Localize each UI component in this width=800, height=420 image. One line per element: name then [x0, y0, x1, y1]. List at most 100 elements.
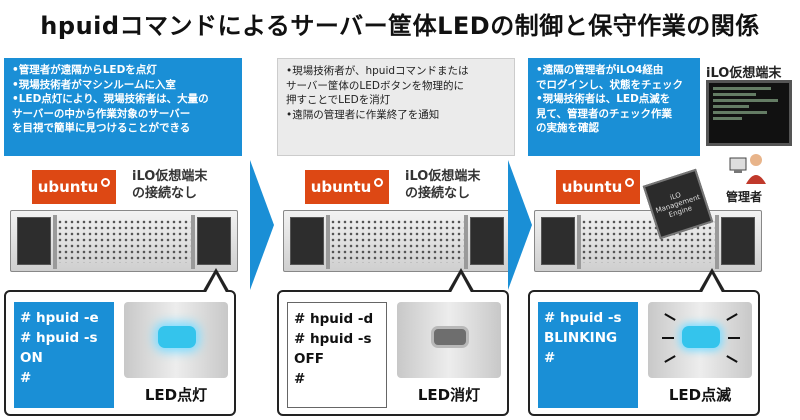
- led-blinking-indicator: [682, 326, 720, 348]
- callout-box: # hpuid -s BLINKING # LED点滅: [528, 290, 760, 416]
- drive-bay: [470, 217, 504, 265]
- callout-box: # hpuid -e # hpuid -s ON # LED点灯: [4, 290, 236, 416]
- ilo-status: iLO仮想端末 の接続なし: [405, 168, 480, 202]
- step-2-panel: •現場技術者が、hpuidコマンドまたは サーバー筐体のLEDボタンを物理的に …: [277, 58, 515, 418]
- next-step-arrow-icon: [508, 160, 532, 290]
- diagram-title: hpuidコマンドによるサーバー筐体LEDの制御と保守作業の関係: [40, 12, 760, 40]
- terminal-output: # hpuid -s BLINKING #: [538, 302, 638, 408]
- ubuntu-wordmark: ubuntu: [310, 178, 372, 196]
- blink-ray-icon: [728, 337, 740, 339]
- screen-line: [713, 105, 749, 108]
- led-closeup: [124, 302, 228, 378]
- ubuntu-circle-icon: [374, 177, 384, 187]
- ilo-terminal-monitor-icon: [706, 80, 792, 146]
- screen-line: [713, 99, 778, 102]
- server-chassis: [10, 210, 238, 272]
- blink-ray-icon: [664, 313, 676, 321]
- callout-pointer-fill: [449, 274, 473, 296]
- led-state-label: LED消灯: [417, 386, 481, 404]
- terminal-line: #: [294, 371, 306, 387]
- terminal-line: # hpuid -e: [20, 310, 99, 326]
- ilo-status-line: の接続なし: [405, 186, 471, 201]
- note-line: •現場技術者が、hpuidコマンドまたは: [286, 65, 469, 77]
- admin-label: 管理者: [726, 190, 763, 204]
- step-3-panel: •遠隔の管理者がiLO4経由 でログインし、状態をチェック •現場技術者は、LE…: [528, 58, 766, 418]
- chassis-handle: [464, 215, 468, 269]
- blink-ray-icon: [664, 355, 676, 363]
- next-step-arrow-icon: [250, 160, 274, 290]
- chassis-handle: [191, 215, 195, 269]
- chip-text: iLO Management Engine: [654, 190, 702, 220]
- note-line: •遠隔の管理者に作業終了を通知: [286, 108, 440, 121]
- drive-bay: [17, 217, 51, 265]
- chassis-handle: [577, 215, 581, 269]
- terminal-line: #: [544, 350, 556, 366]
- blink-ray-icon: [662, 337, 674, 339]
- drive-bay: [290, 217, 324, 265]
- callout-pointer-fill: [204, 274, 228, 296]
- note-line: サーバー筐体のLEDボタンを物理的に: [286, 79, 464, 92]
- note-line: の実施を確認: [536, 122, 599, 135]
- blink-ray-icon: [726, 355, 738, 363]
- note-line: •遠隔の管理者がiLO4経由: [536, 64, 664, 76]
- ilo-status-line: iLO仮想端末: [132, 169, 208, 184]
- ubuntu-logo: ubuntu: [32, 170, 116, 204]
- step-1-panel: •管理者が遠隔からLEDを点灯 •現場技術者がマシンルームに入室 •LED点灯に…: [4, 58, 242, 418]
- note-line: を目視で簡単に見つけることができる: [12, 122, 191, 135]
- note-line: •現場技術者は、LED点滅を: [536, 93, 671, 106]
- led-closeup: [648, 302, 752, 378]
- screen-line: [713, 117, 742, 120]
- terminal-line: # hpuid -s: [544, 310, 622, 326]
- led-state-label: LED点灯: [144, 386, 208, 404]
- screen-line: [713, 93, 757, 96]
- note-line: 見て、管理者のチェック作業: [536, 107, 672, 120]
- callout-pointer-fill: [700, 274, 724, 296]
- terminal-output: # hpuid -e # hpuid -s ON #: [14, 302, 114, 408]
- terminal-line: #: [20, 370, 32, 386]
- step-2-notes: •現場技術者が、hpuidコマンドまたは サーバー筐体のLEDボタンを物理的に …: [277, 58, 515, 156]
- note-line: でログインし、状態をチェック: [536, 78, 683, 91]
- ubuntu-logo: ubuntu: [556, 170, 640, 204]
- note-line: •管理者が遠隔からLEDを点灯: [12, 64, 157, 76]
- terminal-line: OFF: [294, 351, 324, 367]
- chassis-handle: [326, 215, 330, 269]
- terminal-line: BLINKING: [544, 330, 618, 346]
- step-1-notes: •管理者が遠隔からLEDを点灯 •現場技術者がマシンルームに入室 •LED点灯に…: [4, 58, 242, 156]
- terminal-line: # hpuid -d: [294, 311, 374, 327]
- ilo-terminal-label: iLO仮想端末: [706, 66, 782, 81]
- led-closeup: [397, 302, 501, 378]
- note-line: •LED点灯により、現場技術者は、大量の: [12, 93, 209, 106]
- note-line: サーバーの中から作業対象のサーバー: [12, 107, 191, 120]
- ubuntu-wordmark: ubuntu: [37, 178, 99, 196]
- blink-ray-icon: [726, 313, 738, 321]
- chassis-handle: [53, 215, 57, 269]
- server-chassis: [534, 210, 762, 272]
- ubuntu-circle-icon: [625, 177, 635, 187]
- step-3-notes: •遠隔の管理者がiLO4経由 でログインし、状態をチェック •現場技術者は、LE…: [528, 58, 700, 156]
- led-state-label: LED点滅: [668, 386, 732, 404]
- drive-bay: [197, 217, 231, 265]
- callout-box: # hpuid -d # hpuid -s OFF # LED消灯: [277, 290, 509, 416]
- terminal-line: ON: [20, 350, 43, 366]
- led-off-indicator: [431, 326, 469, 348]
- terminal-output: # hpuid -d # hpuid -s OFF #: [287, 302, 387, 408]
- admin-person-icon: [729, 154, 766, 184]
- drive-bay: [541, 217, 575, 265]
- led-lit-indicator: [158, 326, 196, 348]
- terminal-line: # hpuid -s: [294, 331, 372, 347]
- ilo-status-line: iLO仮想端末: [405, 169, 481, 184]
- ubuntu-logo: ubuntu: [305, 170, 389, 204]
- screen-line: [713, 87, 771, 90]
- drive-bay: [721, 217, 755, 265]
- screen-line: [713, 111, 767, 114]
- note-line: •現場技術者がマシンルームに入室: [12, 78, 176, 91]
- server-chassis: [283, 210, 511, 272]
- front-vent: [330, 219, 464, 263]
- ilo-status-line: の接続なし: [132, 186, 198, 201]
- note-line: 押すことでLEDを消灯: [286, 94, 391, 107]
- terminal-line: # hpuid -s: [20, 330, 98, 346]
- ubuntu-circle-icon: [101, 177, 111, 187]
- ilo-status: iLO仮想端末 の接続なし: [132, 168, 207, 202]
- front-vent: [57, 219, 191, 263]
- chassis-handle: [715, 215, 719, 269]
